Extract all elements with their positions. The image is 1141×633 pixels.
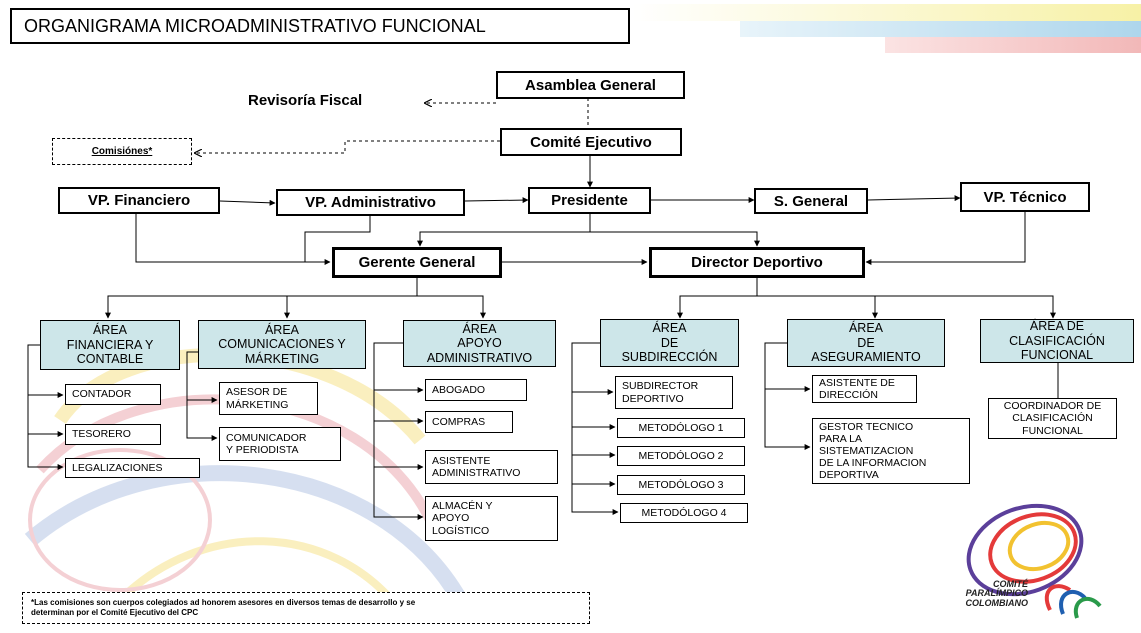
legalizaciones-box: LEGALIZACIONES	[65, 458, 200, 478]
gestor-tecnico-box: GESTOR TECNICO PARA LA SISTEMATIZACION D…	[812, 418, 970, 484]
revisoria-fiscal-label: Revisoría Fiscal	[248, 92, 363, 109]
area-apoyo-box: ÁREA APOYO ADMINISTRATIVO	[403, 320, 556, 367]
asamblea-general-box: Asamblea General	[496, 71, 685, 99]
gerente-general-box: Gerente General	[332, 247, 502, 278]
abogado-box: ABOGADO	[425, 379, 527, 401]
metodologo-2-box: METODÓLOGO 2	[617, 446, 745, 466]
asistente-direccion-box: ASISTENTE DE DIRECCIÓN	[812, 375, 917, 403]
header-stripe-yellow	[632, 4, 1141, 21]
subdirector-deportivo-box: SUBDIRECTOR DEPORTIVO	[615, 376, 733, 409]
asesor-marketing-box: ASESOR DE MÁRKETING	[219, 382, 318, 415]
director-deportivo-box: Director Deportivo	[649, 247, 865, 278]
area-comunicaciones-box: ÁREA COMUNICACIONES Y MÁRKETING	[198, 320, 366, 369]
metodologo-1-box: METODÓLOGO 1	[617, 418, 745, 438]
page-title: ORGANIGRAMA MICROADMINISTRATIVO FUNCIONA…	[10, 8, 630, 44]
contador-box: CONTADOR	[65, 384, 161, 405]
compras-box: COMPRAS	[425, 411, 513, 433]
metodologo-3-box: METODÓLOGO 3	[617, 475, 745, 495]
comite-ejecutivo-box: Comité Ejecutivo	[500, 128, 682, 156]
comunicador-periodista-box: COMUNICADOR Y PERIODISTA	[219, 427, 341, 461]
logo-wordmark: COMITÉ PARALÍMPICO COLOMBIANO	[965, 579, 1029, 608]
comisiones-box: Comisiónes*	[52, 138, 192, 165]
vp-administrativo-box: VP. Administrativo	[276, 189, 465, 216]
metodologo-4-box: METODÓLOGO 4	[620, 503, 748, 523]
footnote-box: *Las comisiones son cuerpos colegiados a…	[22, 592, 590, 624]
vp-financiero-box: VP. Financiero	[58, 187, 220, 214]
area-clasificacion-box: ÁREA DE CLASIFICACIÓN FUNCIONAL	[980, 319, 1134, 363]
area-aseguramiento-box: ÁREA DE ASEGURAMIENTO	[787, 319, 945, 367]
area-subdireccion-box: ÁREA DE SUBDIRECCIÓN	[600, 319, 739, 367]
asistente-administrativo-box: ASISTENTE ADMINISTRATIVO	[425, 450, 558, 484]
tesorero-box: TESORERO	[65, 424, 161, 445]
vp-tecnico-box: VP. Técnico	[960, 182, 1090, 212]
presidente-box: Presidente	[528, 187, 651, 214]
area-financiera-box: ÁREA FINANCIERA Y CONTABLE	[40, 320, 180, 370]
header-stripe-pink	[885, 37, 1141, 53]
s-general-box: S. General	[754, 188, 868, 214]
header-stripe-blue	[740, 21, 1141, 37]
coordinador-clasificacion-box: COORDINADOR DE CLASIFICACIÓN FUNCIONAL	[988, 398, 1117, 439]
comite-paralimpico-logo	[966, 503, 1102, 619]
almacen-apoyo-logistico-box: ALMACÉN Y APOYO LOGÍSTICO	[425, 496, 558, 541]
